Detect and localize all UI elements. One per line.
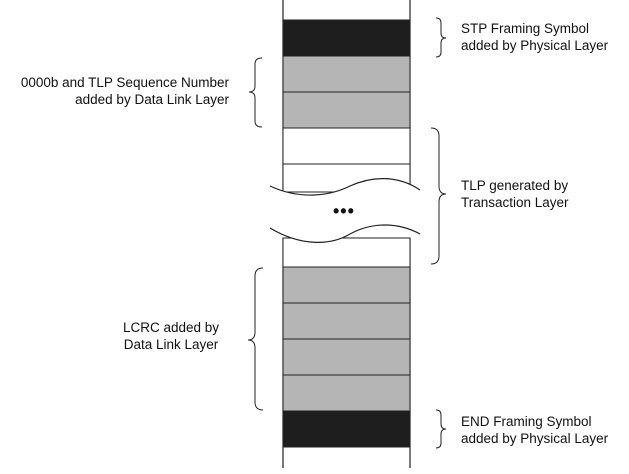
tlp-label-line-2: Transaction Layer [461, 195, 569, 210]
tlp-label-line-1: TLP generated by [461, 178, 569, 193]
break-fill [270, 178, 420, 243]
ellipsis-marker: ••• [333, 201, 355, 221]
end-label-line-2: added by Physical Layer [461, 431, 609, 446]
stp-label-line-2: added by Physical Layer [461, 38, 609, 53]
lcrc-brace [247, 267, 264, 411]
end-label: END Framing Symbol added by Physical Lay… [461, 413, 608, 447]
lcrc-label: LCRC added by Data Link Layer [106, 319, 236, 353]
stp-framing-block [282, 19, 411, 57]
tlp-block-1 [282, 127, 411, 165]
lcrc-block-3 [282, 338, 411, 376]
lcrc-block-2 [282, 302, 411, 340]
end-brace [435, 409, 447, 449]
tlp-brace [430, 127, 447, 265]
sequence-label: 0000b and TLP Sequence Number added by D… [0, 74, 229, 108]
stp-label: STP Framing Symbol added by Physical Lay… [461, 20, 608, 54]
lcrc-block-4 [282, 374, 411, 412]
sequence-block-1 [282, 55, 411, 93]
tlp-block-3 [282, 237, 411, 268]
break-line-top [269, 178, 421, 196]
end-label-line-1: END Framing Symbol [461, 414, 592, 429]
sequence-block-2 [282, 91, 411, 129]
break-line-bottom [269, 224, 421, 243]
sequence-brace [248, 57, 263, 128]
sequence-label-line-2: added by Data Link Layer [75, 92, 229, 107]
lcrc-block-1 [282, 266, 411, 304]
end-framing-block [282, 410, 411, 448]
lcrc-label-line-2: Data Link Layer [123, 337, 219, 352]
sequence-label-line-1: 0000b and TLP Sequence Number [20, 75, 229, 90]
stp-brace [435, 17, 447, 58]
stp-label-line-1: STP Framing Symbol [461, 21, 590, 36]
tlp-label: TLP generated by Transaction Layer [461, 177, 569, 211]
lcrc-label-line-1: LCRC added by [122, 320, 220, 335]
